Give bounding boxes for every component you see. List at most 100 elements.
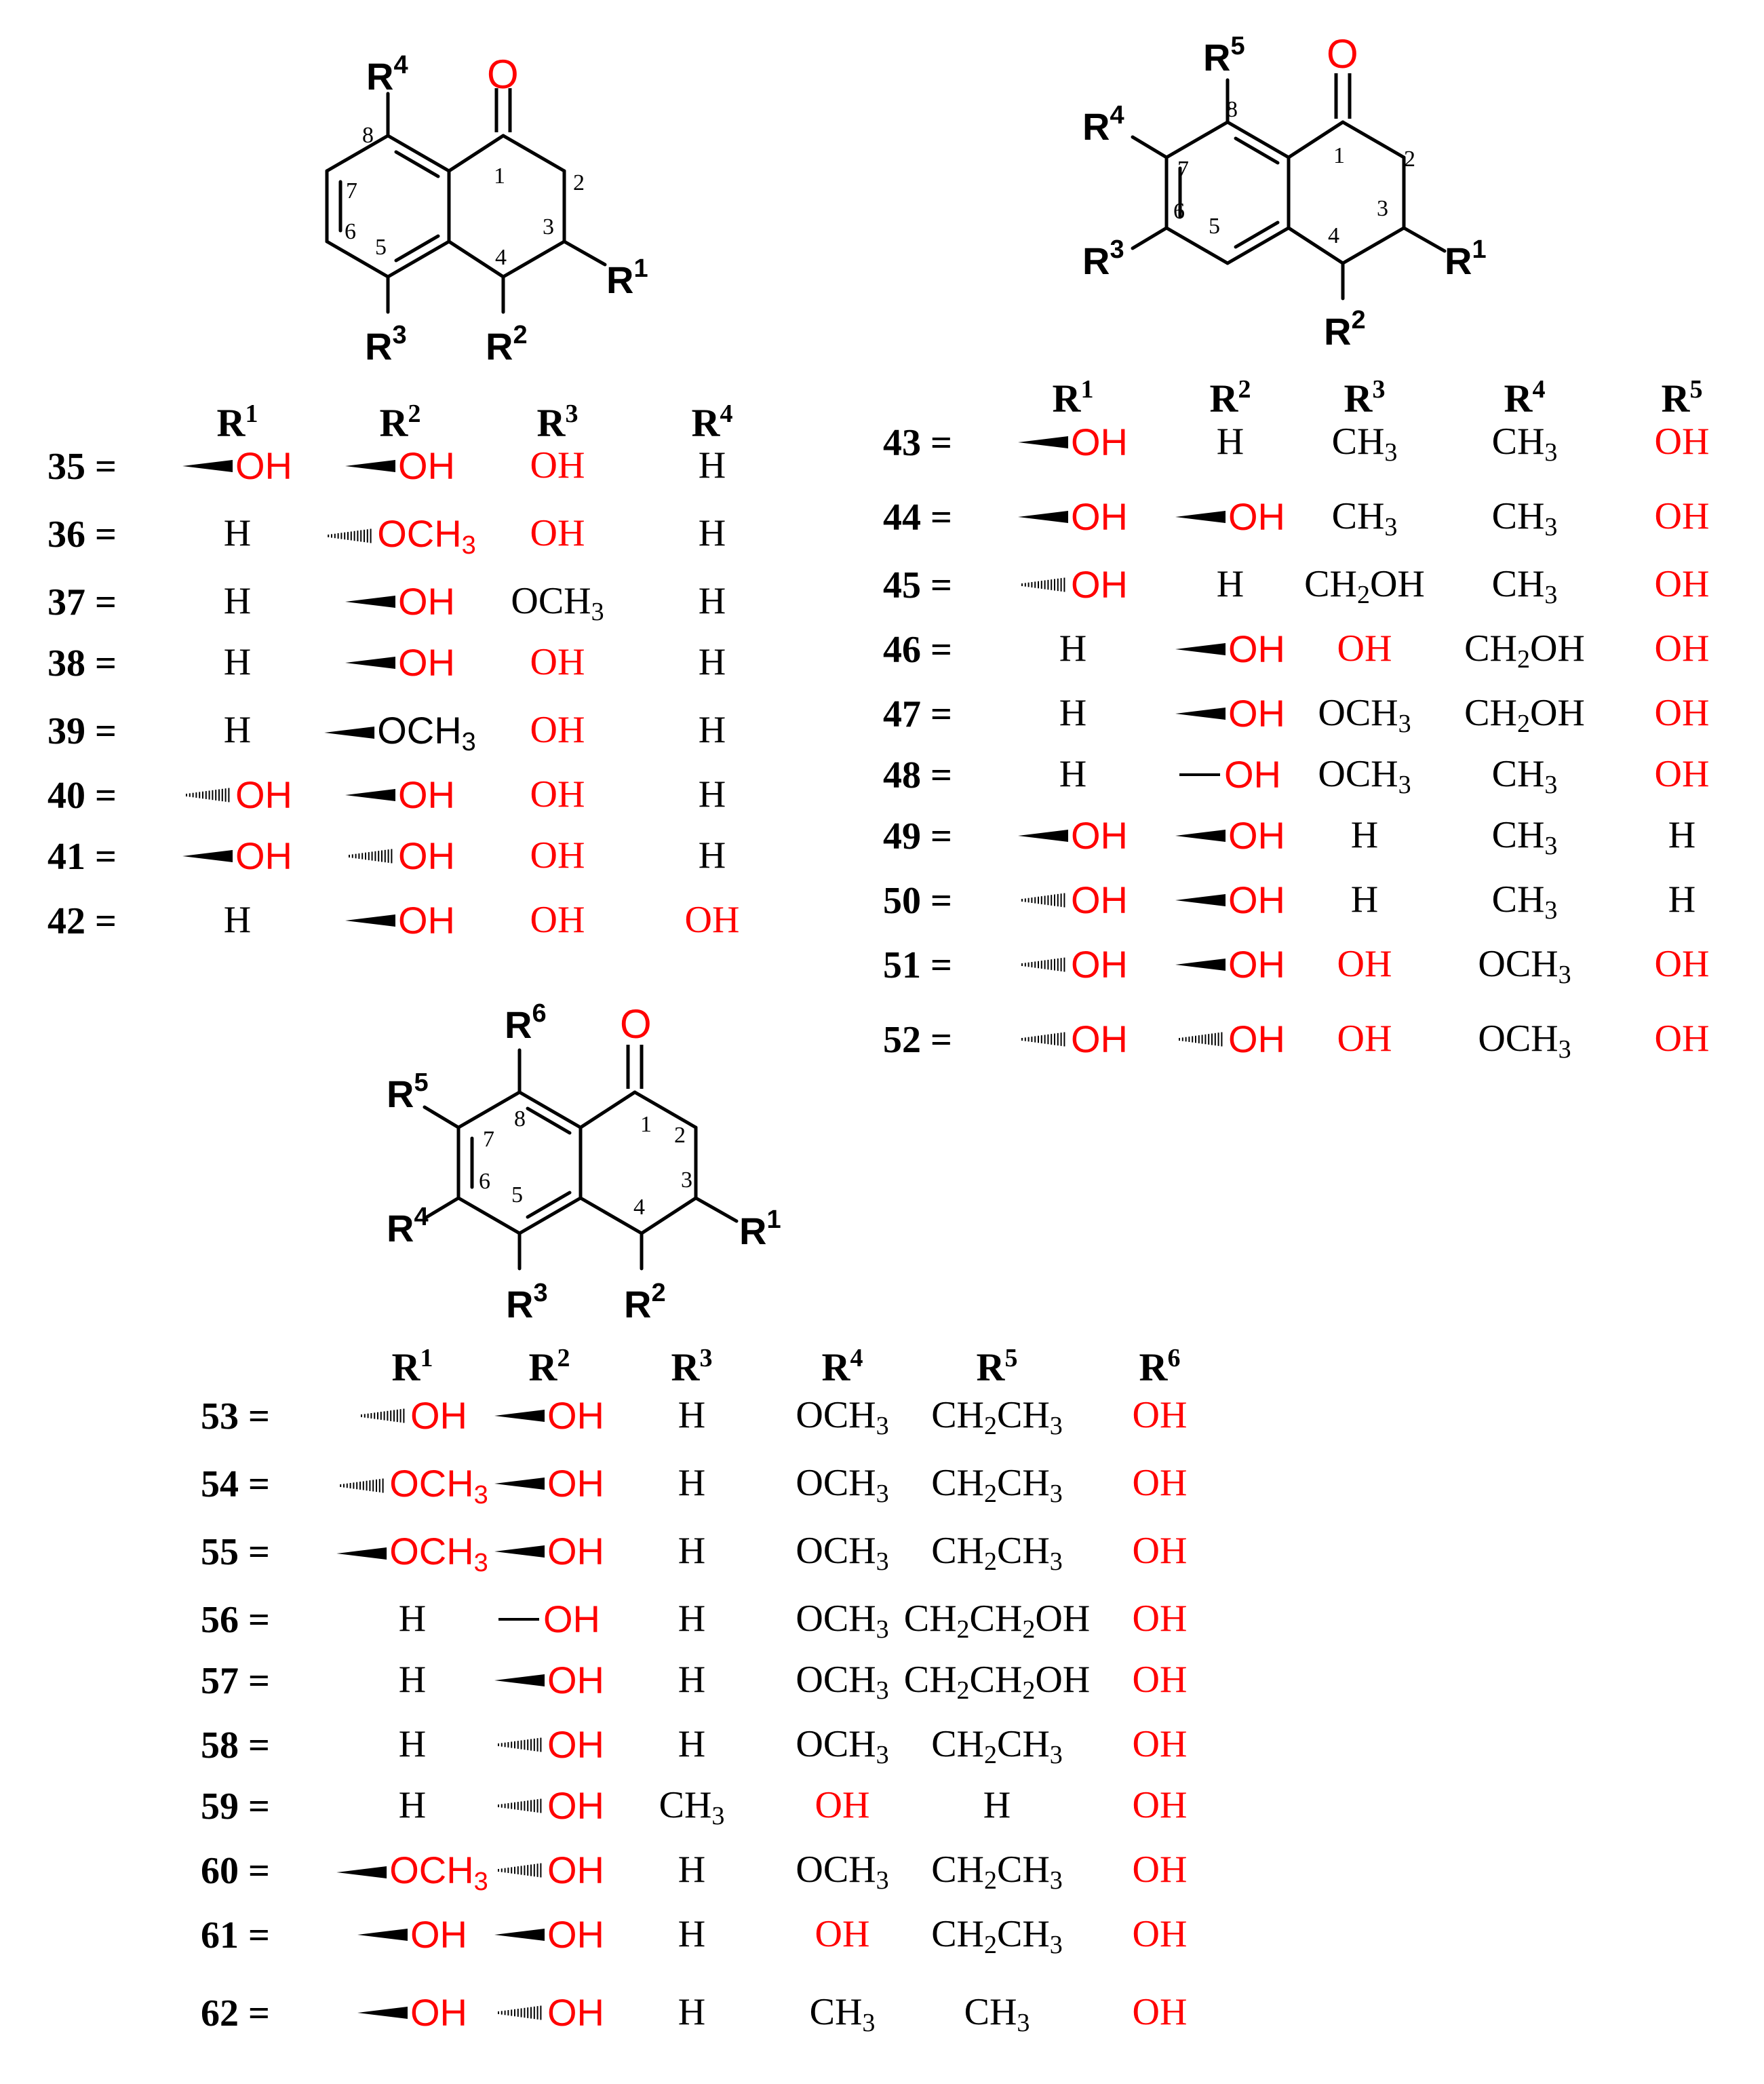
compound-number: 53 = — [201, 1395, 270, 1437]
compound-number: 49 = — [883, 815, 952, 857]
scaffold-b-r5-label: R5 — [1203, 32, 1245, 79]
substituent-cell-r2: OH — [1175, 627, 1285, 671]
substituent-cell-r6: OH — [1132, 1394, 1188, 1436]
substituent-cell-r4: CH2OH — [1464, 692, 1585, 738]
scaffold-b-position-6: 6 — [1173, 199, 1185, 224]
wedge-bond-icon — [336, 1866, 387, 1878]
scaffold-c-r2-label: R2 — [624, 1279, 666, 1326]
substituent-cell-r4: H — [698, 641, 726, 683]
substituent-cell-r3: OCH3 — [1318, 753, 1411, 799]
substituent-cell-r5: CH2CH3 — [931, 1849, 1063, 1895]
wedge-bond-icon — [1175, 958, 1226, 971]
scaffold-c-position-2: 2 — [674, 1123, 686, 1148]
scaffold-c-position-5: 5 — [511, 1182, 523, 1208]
substituent-cell-r2: OH — [345, 640, 455, 684]
substituent-cell-r3: H — [678, 1462, 706, 1504]
wedge-bond-icon — [1175, 707, 1226, 720]
substituent-cell-r2: OH — [494, 1912, 604, 1956]
substituent-cell-r1: OH — [1018, 878, 1128, 922]
compound-number: 59 = — [201, 1786, 270, 1828]
compound-number: 62 = — [201, 1992, 270, 2034]
substituent-cell-r3: CH3 — [1331, 421, 1398, 467]
wedge-bond-icon — [494, 1674, 545, 1686]
compound-number: 52 = — [883, 1019, 952, 1061]
scaffold-b-r2-label: R2 — [1324, 306, 1366, 353]
scaffold-c-position-1: 1 — [640, 1112, 652, 1137]
substituent-cell-r2: OH — [494, 1461, 604, 1505]
substituent-cell-r3: H — [678, 1598, 706, 1640]
compound-number: 48 = — [883, 754, 952, 796]
substituent-cell-r2: OH — [1175, 878, 1285, 922]
wedge-bond-icon — [1175, 893, 1226, 906]
substituent-cell-r2: OH — [1175, 813, 1285, 857]
hashed-bond-icon — [361, 1408, 405, 1423]
substituent-cell-r1: H — [398, 1784, 427, 1826]
substituent-cell-r5: OH — [1654, 628, 1710, 670]
substituent-cell-r5: CH3 — [964, 1991, 1030, 2037]
substituent-cell-r6: OH — [1132, 1849, 1188, 1891]
substituent-cell-r1: OH — [1018, 562, 1128, 606]
scaffold-b-oxygen: O — [1327, 31, 1358, 77]
compound-number: 37 = — [47, 581, 117, 623]
substituent-cell-r1: H — [398, 1598, 427, 1640]
substituent-cell-r4: OCH3 — [1478, 1018, 1571, 1064]
substituent-cell-r4: OCH3 — [796, 1723, 889, 1769]
scaffold-c-r3-label: R3 — [506, 1279, 548, 1326]
substituent-cell-r2: OH — [494, 1848, 604, 1892]
substituent-cell-r4: CH3 — [1491, 814, 1558, 860]
substituent-cell-r3: OH — [1337, 628, 1392, 670]
single-bond-icon — [498, 1617, 539, 1621]
substituent-cell-r5: OH — [1654, 563, 1710, 605]
scaffold-a-r4-label: R4 — [366, 51, 408, 98]
substituent-cell-r4: OCH3 — [796, 1598, 889, 1644]
scaffold-a-r3-label: R3 — [365, 321, 407, 368]
column-header-r1: R1 — [391, 1344, 433, 1389]
substituent-cell-r3: OH — [1337, 943, 1392, 985]
column-header-r6: R6 — [1139, 1344, 1181, 1389]
substituent-cell-r1: H — [223, 580, 252, 622]
substituent-cell-r6: OH — [1132, 1784, 1188, 1826]
substituent-cell-r5: OH — [1654, 1018, 1710, 1060]
wedge-bond-icon — [345, 595, 395, 608]
compound-number: 50 = — [883, 880, 952, 922]
hashed-bond-icon — [498, 2005, 542, 2020]
substituent-cell-r4: OCH3 — [1478, 943, 1571, 989]
scaffold-a-position-8: 8 — [362, 123, 374, 148]
hashed-bond-icon — [1021, 1032, 1065, 1046]
compound-number: 61 = — [201, 1914, 270, 1956]
substituent-cell-r1: OH — [1018, 1017, 1128, 1061]
hashed-bond-icon — [1021, 577, 1065, 592]
single-bond-icon — [1179, 773, 1220, 776]
compound-number: 39 = — [47, 710, 117, 752]
wedge-bond-icon — [345, 656, 395, 669]
substituent-cell-r1: OH — [1018, 813, 1128, 857]
substituent-cell-r1: OCH3 — [336, 1848, 488, 1897]
scaffold-c-oxygen: O — [620, 1001, 652, 1047]
column-header-r2: R2 — [1209, 375, 1251, 421]
compound-number: 38 = — [47, 642, 117, 684]
wedge-bond-icon — [494, 1545, 545, 1558]
scaffold-a-position-2: 2 — [573, 170, 585, 195]
hashed-bond-icon — [349, 849, 393, 863]
wedge-bond-icon — [1175, 642, 1226, 655]
substituent-cell-r6: OH — [1132, 1598, 1188, 1640]
compound-number: 42 = — [47, 900, 117, 942]
substituent-cell-r3: OH — [1337, 1018, 1392, 1060]
compound-number: 51 = — [883, 944, 952, 986]
wedge-bond-icon — [494, 1477, 545, 1490]
substituent-cell-r4: OCH3 — [796, 1530, 889, 1576]
scaffold-a-position-7: 7 — [346, 178, 357, 204]
substituent-cell-r4: CH2OH — [1464, 628, 1585, 674]
scaffold-a-r2-label: R2 — [486, 321, 528, 368]
hashed-bond-icon — [186, 788, 230, 802]
column-header-r3: R3 — [1344, 375, 1386, 421]
compound-number: 46 = — [883, 629, 952, 671]
substituent-cell-r3: H — [678, 1849, 706, 1891]
column-header-r5: R5 — [976, 1344, 1018, 1389]
substituent-cell-r5: OH — [1654, 753, 1710, 795]
scaffold-b-position-4: 4 — [1328, 223, 1339, 248]
substituent-cell-r3: OH — [530, 899, 585, 941]
substituent-cell-r5: OH — [1654, 421, 1710, 463]
